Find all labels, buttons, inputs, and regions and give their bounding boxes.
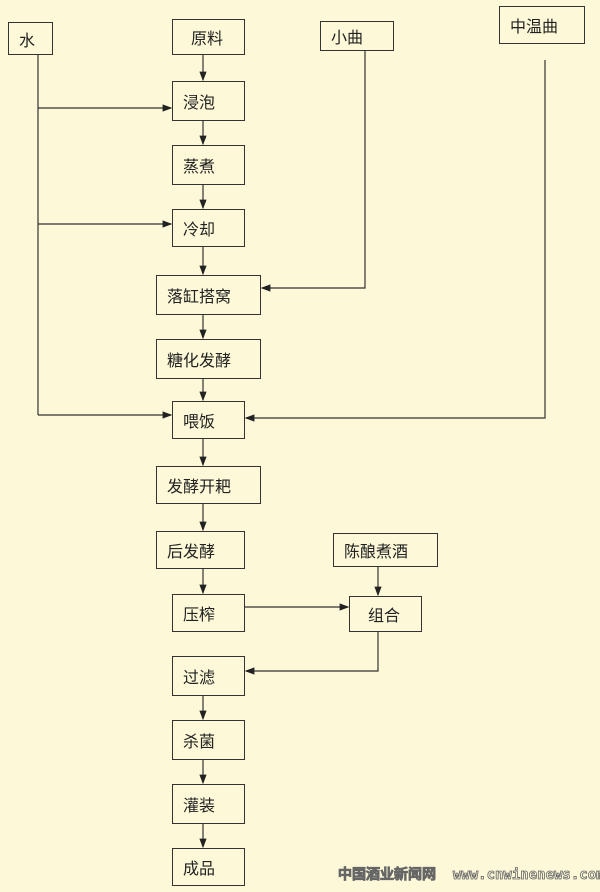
watermark: 中国酒业新闻网 www.cnwinenews.com xyxy=(338,867,600,884)
node-feed: 喂饭 xyxy=(172,401,245,439)
node-xiaoqu: 小曲 xyxy=(320,21,394,51)
node-filter: 过滤 xyxy=(172,656,245,696)
node-saccharify: 糖化发酵 xyxy=(156,339,261,379)
node-raw: 原料 xyxy=(172,19,245,55)
node-press: 压榨 xyxy=(172,594,245,632)
node-cool: 冷却 xyxy=(172,209,245,247)
node-soak: 浸泡 xyxy=(172,81,245,121)
node-aged: 陈酿煮酒 xyxy=(333,533,438,567)
node-water: 水 xyxy=(8,22,53,55)
node-fill: 灌装 xyxy=(172,784,245,824)
arrow-blend-filter xyxy=(244,632,379,675)
node-rake: 发酵开耙 xyxy=(156,466,261,504)
node-product: 成品 xyxy=(172,848,245,886)
arrow-xiaoqu-vat xyxy=(260,51,366,292)
node-steam: 蒸煮 xyxy=(172,145,245,185)
node-vat: 落缸搭窝 xyxy=(156,275,261,315)
node-blend: 组合 xyxy=(349,596,422,632)
node-zhongwenqu: 中温曲 xyxy=(499,6,585,44)
node-sterilize: 杀菌 xyxy=(172,720,245,760)
node-postferment: 后发酵 xyxy=(156,531,245,569)
arrow-zhongwenqu-feed xyxy=(244,60,546,422)
